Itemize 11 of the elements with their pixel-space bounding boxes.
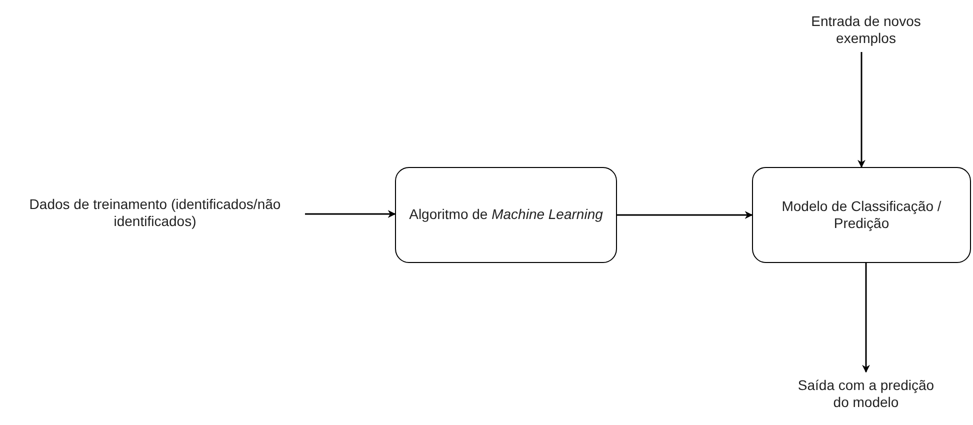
process-box	[752, 167, 971, 263]
text-label: Entrada de novos exemplos	[790, 8, 942, 52]
box-text: Modelo de Classificação / Predição	[780, 198, 942, 232]
process-box	[395, 167, 617, 263]
arrow	[862, 263, 870, 373]
arrow	[305, 210, 396, 218]
arrow	[617, 211, 753, 219]
text-label: Dados de treinamento (identificados/não identificados)	[5, 190, 305, 236]
arrow	[858, 52, 866, 168]
text-label: Saída com a predição do modelo	[790, 372, 942, 416]
box-text: Algoritmo de Machine Learning	[408, 206, 604, 224]
